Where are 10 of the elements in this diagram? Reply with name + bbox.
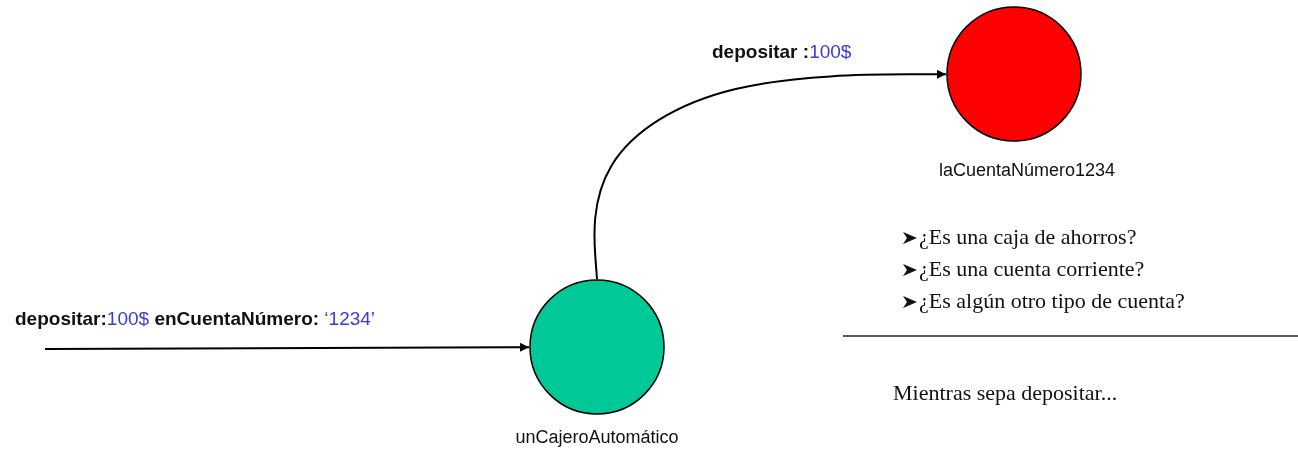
edge-label: depositar :100$ bbox=[712, 42, 852, 63]
arrow bbox=[44, 342, 530, 352]
edge-label: depositar:100$ enCuentaNúmero: ‘1234’ bbox=[15, 309, 376, 330]
bullet-question: ¿Es una caja de ahorros? bbox=[919, 225, 1137, 250]
arrow bbox=[593, 69, 947, 280]
object-name: laCuentaNúmero1234 bbox=[938, 160, 1116, 181]
bullet-question: ¿Es una cuenta corriente? bbox=[919, 257, 1145, 282]
object-name: unCajeroAutomático bbox=[515, 427, 679, 448]
bullet-question: ¿Es algún otro tipo de cuenta? bbox=[919, 289, 1185, 314]
note-text: Mientras sepa depositar... bbox=[893, 381, 1118, 406]
